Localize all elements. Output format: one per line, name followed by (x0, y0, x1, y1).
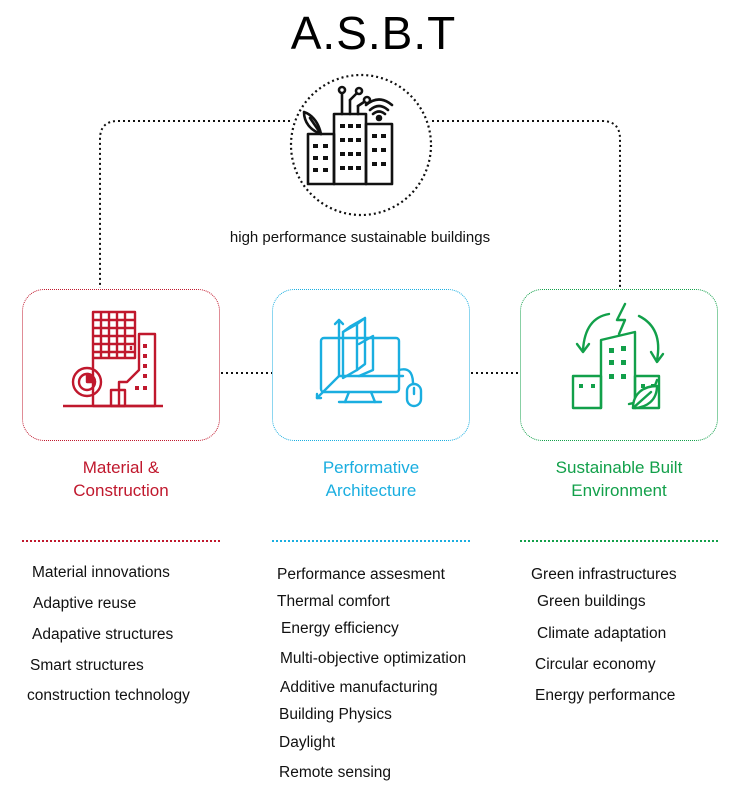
smart-city-icon (302, 85, 394, 186)
list-item: Climate adaptation (537, 625, 667, 642)
list-item: Energy performance (535, 687, 676, 704)
title-line: Construction (73, 481, 169, 500)
green-building-icon (571, 302, 665, 410)
computer-design-icon (315, 316, 423, 408)
list-item: Daylight (279, 734, 335, 751)
divider-material (22, 540, 220, 542)
list-item: Smart structures (30, 657, 144, 674)
connector-right (432, 120, 621, 288)
list-item: Green buildings (537, 593, 646, 610)
title-line: Architecture (325, 481, 417, 500)
list-item: Adaptive reuse (33, 595, 137, 612)
construction-building-icon (63, 310, 163, 408)
list-item: Material innovations (32, 564, 170, 581)
card-performative-architecture (272, 289, 470, 441)
list-item: Adapative structures (32, 626, 174, 643)
card-material-construction (22, 289, 220, 441)
list-item: Thermal comfort (277, 593, 390, 610)
connector-left (99, 120, 290, 288)
list-item: Additive manufacturing (280, 679, 438, 696)
title-line: Sustainable Built (555, 458, 683, 477)
title-performative-architecture: Performative Architecture (272, 456, 470, 502)
hub-circle (289, 73, 433, 217)
list-item: Building Physics (279, 706, 392, 723)
list-item: Multi-objective optimization (280, 650, 467, 667)
list-item: Green infrastructures (531, 566, 677, 583)
list-item: construction technology (27, 687, 190, 704)
title-line: Environment (571, 481, 667, 500)
divider-sustainable (520, 540, 718, 542)
list-item: Circular economy (535, 656, 656, 673)
card-sustainable-built-environment (520, 289, 718, 441)
list-item: Energy efficiency (281, 620, 399, 637)
title-line: Performative (322, 458, 420, 477)
subtitle: high performance sustainable buildings (229, 229, 491, 246)
divider-performative (272, 540, 470, 542)
scaffold-grid (91, 310, 137, 360)
page-title: A.S.B.T (290, 7, 457, 59)
list-item: Remote sensing (279, 764, 392, 781)
title-material-construction: Material & Construction (22, 456, 220, 502)
list-item: Performance assesment (277, 566, 445, 583)
title-sustainable-built-environment: Sustainable Built Environment (520, 456, 718, 502)
title-line: Material & (82, 458, 160, 477)
